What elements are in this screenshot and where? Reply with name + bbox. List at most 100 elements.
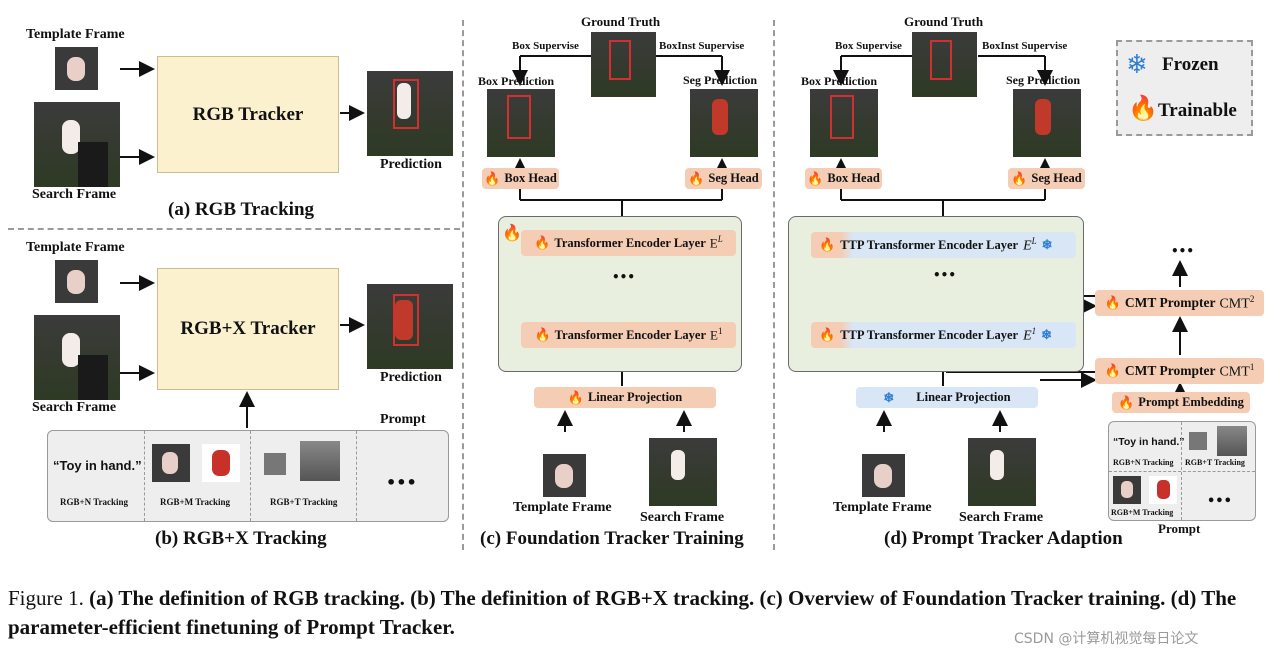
figure-caption-prefix: Figure 1.: [8, 586, 84, 610]
d-box-supervise: Box Supervise: [835, 40, 902, 52]
b-caption: (b) RGB+X Tracking: [155, 528, 327, 549]
c-boxinst-supervise: BoxInst Supervise: [659, 40, 745, 52]
figure-caption-body: (a) The definition of RGB tracking. (b) …: [8, 586, 1237, 639]
d-search-label: Search Frame: [959, 510, 1044, 525]
c-box-prediction-image: [487, 89, 555, 157]
b-prompt-label: Prompt: [380, 412, 426, 427]
d-template-label: Template Frame: [833, 500, 932, 515]
c-template-label: Template Frame: [513, 500, 612, 515]
d-m-image-2: [1149, 476, 1177, 504]
c-ground-truth-image: [591, 32, 656, 97]
rgbx-tracker-box: RGB+X Tracker: [157, 268, 339, 390]
c-seg-prediction-image: [690, 89, 758, 157]
figure-caption: Figure 1. (a) The definition of RGB trac…: [8, 584, 1272, 642]
d-seg-prediction-image: [1013, 89, 1081, 157]
flame-icon: 🔥: [484, 170, 501, 186]
d-t-tracking: RGB+T Tracking: [1185, 458, 1245, 467]
b-template-image: [55, 260, 98, 303]
legend-frozen: Frozen: [1162, 54, 1219, 75]
c-linear-projection: 🔥Linear Projection: [534, 387, 716, 408]
flame-icon: 🔥: [1011, 170, 1028, 186]
legend-trainable: Trainable: [1158, 100, 1237, 121]
d-cmt-dots: •••: [1171, 244, 1195, 258]
b-prompt-text: “Toy in hand.”: [53, 458, 142, 473]
snowflake-icon: ❄: [1126, 50, 1148, 79]
b-m-image-1: [152, 444, 190, 482]
d-box-prediction-label: Box Prediction: [801, 74, 878, 88]
rgb-tracker-box: RGB Tracker: [157, 56, 339, 173]
separator-a-c: [462, 20, 464, 550]
c-ground-truth-label: Ground Truth: [581, 14, 661, 29]
a-template-image: [55, 47, 98, 90]
c-seg-head: 🔥Seg Head: [685, 168, 762, 189]
c-box-prediction-label: Box Prediction: [478, 74, 555, 88]
snowflake-icon: ❄: [1041, 327, 1053, 342]
separator-a-b: [8, 228, 460, 230]
flame-icon: 🔥: [688, 170, 705, 186]
flame-icon: 🔥: [567, 389, 584, 405]
rgbx-tracker-label: RGB+X Tracker: [180, 318, 316, 339]
legend-box: ❄ Frozen 🔥 Trainable: [1116, 40, 1253, 136]
d-linear-projection: ❄Linear Projection: [856, 387, 1038, 408]
flame-icon: 🔥: [1128, 96, 1158, 122]
c-box-head: 🔥Box Head: [482, 168, 559, 189]
b-t-image-1: [264, 453, 286, 475]
d-ttp-layer-bottom: 🔥 TTP Transformer Encoder Layer E1 ❄: [811, 322, 1076, 348]
a-caption: (a) RGB Tracking: [168, 199, 315, 220]
a-prediction-label: Prediction: [380, 157, 442, 172]
d-ttp-layer-top: 🔥 TTP Transformer Encoder Layer EL ❄: [811, 232, 1076, 258]
flame-icon: 🔥: [534, 327, 551, 342]
d-t-image-2: [1217, 426, 1247, 456]
a-template-label: Template Frame: [26, 27, 125, 42]
b-search-label: Search Frame: [32, 400, 117, 415]
c-caption: (c) Foundation Tracker Training: [480, 528, 744, 549]
b-n-tracking: RGB+N Tracking: [60, 497, 129, 507]
b-more-dots: •••: [386, 473, 417, 492]
b-template-label: Template Frame: [26, 240, 125, 255]
d-seg-head: 🔥Seg Head: [1008, 168, 1085, 189]
flame-icon: 🔥: [819, 237, 836, 252]
c-box-supervise: Box Supervise: [512, 40, 579, 52]
d-box-prediction-image: [810, 89, 878, 157]
a-prediction-image: [367, 71, 453, 156]
b-prediction-label: Prediction: [380, 370, 442, 385]
d-prompt-panel: “Toy in hand.” RGB+N Tracking RGB+T Trac…: [1108, 421, 1256, 521]
c-encoder-layer-bottom: 🔥 Transformer Encoder Layer E1: [521, 322, 736, 348]
c-seg-prediction-label: Seg Prediction: [683, 73, 758, 87]
d-ground-truth-label: Ground Truth: [904, 14, 984, 29]
d-layer-dots: •••: [933, 268, 957, 282]
d-prompt-label: Prompt: [1158, 521, 1201, 536]
b-prompt-panel: “Toy in hand.” RGB+N Tracking RGB+M Trac…: [47, 430, 449, 522]
flame-icon: 🔥: [1104, 295, 1121, 310]
b-m-image-2: [202, 444, 240, 482]
c-search-image: [649, 438, 717, 506]
b-t-image-2: [300, 441, 340, 481]
flame-icon: 🔥: [807, 170, 824, 186]
d-prompt-embedding: 🔥Prompt Embedding: [1112, 392, 1250, 413]
snowflake-icon: ❄: [883, 389, 895, 405]
d-more-dots: •••: [1207, 494, 1232, 509]
d-ground-truth-image: [912, 32, 977, 97]
d-m-tracking: RGB+M Tracking: [1111, 508, 1174, 517]
rgb-tracker-label: RGB Tracker: [192, 103, 304, 125]
d-box-head: 🔥Box Head: [805, 168, 882, 189]
d-cmt-prompter-2: 🔥 CMT Prompter CMT2: [1095, 290, 1264, 316]
flame-icon: 🔥: [534, 235, 551, 250]
separator-c-d: [773, 20, 775, 550]
flame-icon: 🔥: [1104, 363, 1121, 378]
a-search-image: [34, 102, 120, 187]
c-encoder-layer-top: 🔥 Transformer Encoder Layer EL: [521, 230, 736, 256]
b-search-image: [34, 315, 120, 400]
d-prompt-text: “Toy in hand.”: [1113, 436, 1185, 448]
d-boxinst-supervise: BoxInst Supervise: [982, 40, 1068, 52]
d-n-tracking: RGB+N Tracking: [1113, 458, 1174, 467]
d-seg-prediction-label: Seg Prediction: [1006, 73, 1081, 87]
c-layer-dots: •••: [612, 270, 636, 284]
c-search-label: Search Frame: [640, 510, 725, 525]
flame-icon: 🔥: [819, 327, 836, 342]
a-search-label: Search Frame: [32, 187, 117, 202]
d-template-image: [862, 454, 905, 497]
c-template-image: [543, 454, 586, 497]
d-search-image: [968, 438, 1036, 506]
